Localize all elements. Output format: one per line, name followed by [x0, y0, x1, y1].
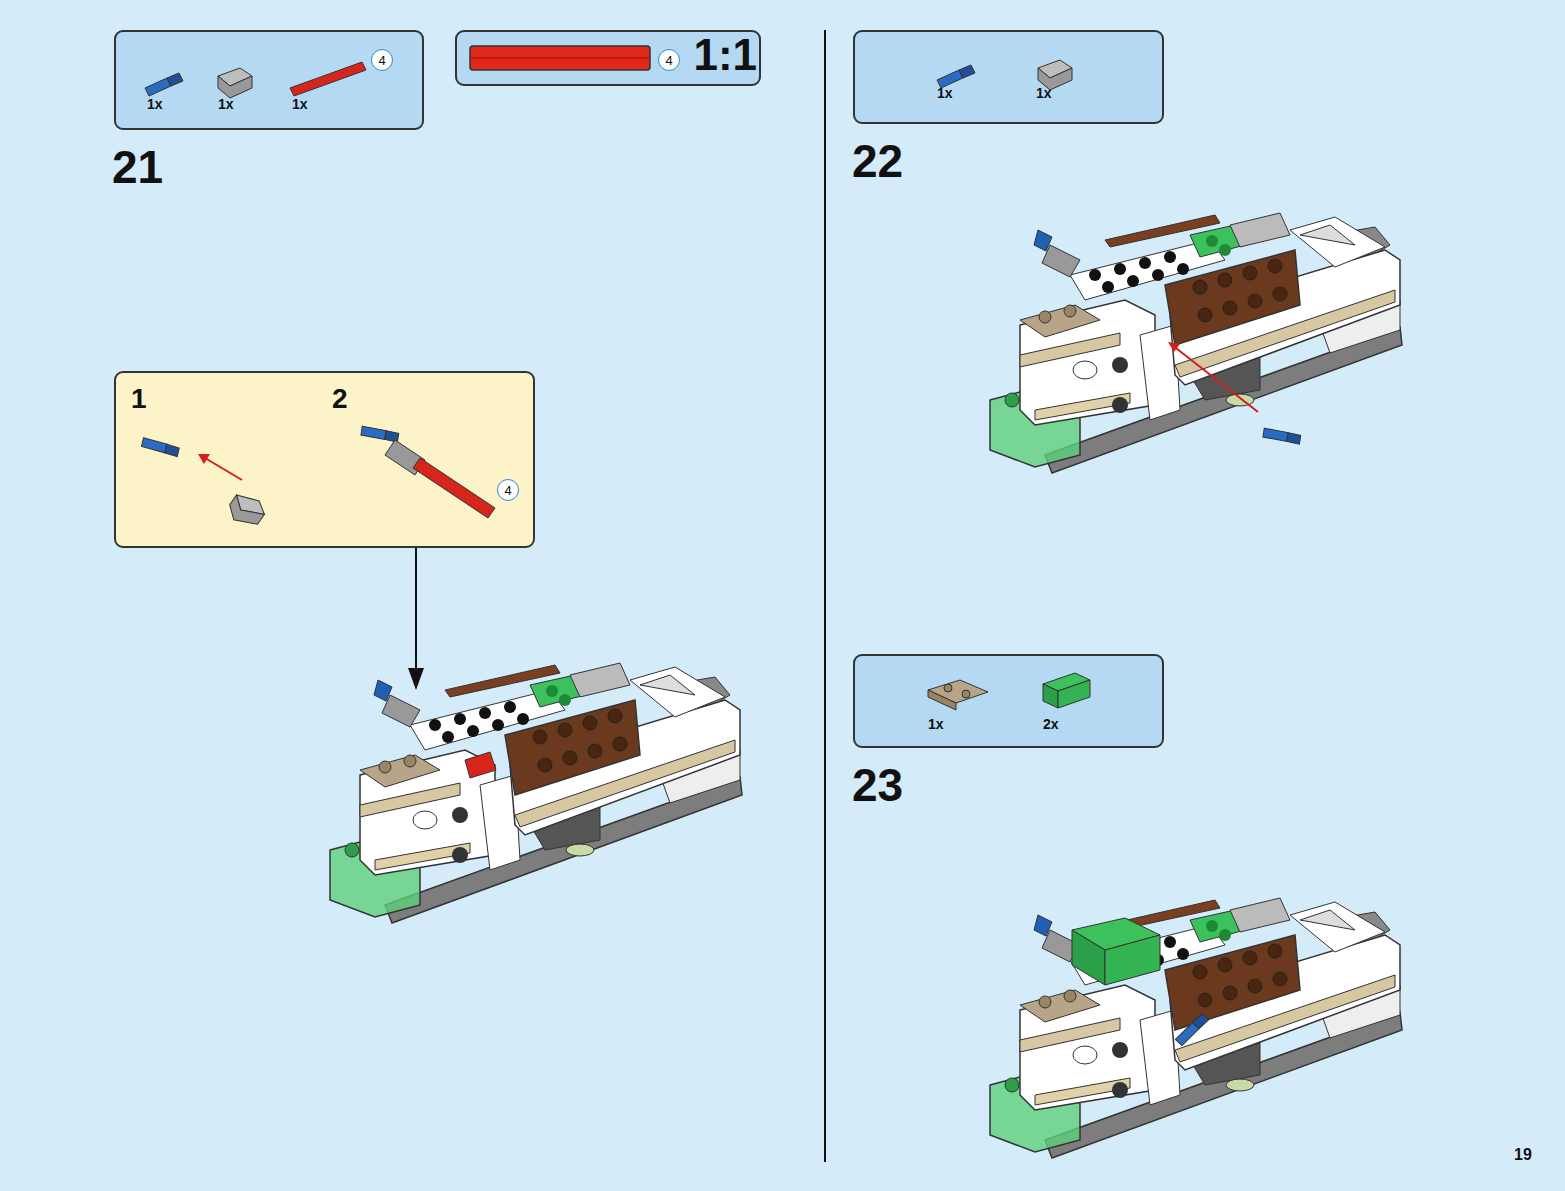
part-count: 1x: [928, 716, 944, 732]
parts-box: 1x 2x: [853, 654, 1164, 748]
part-count: 1x: [218, 96, 234, 112]
callout-number: 4: [497, 479, 519, 501]
step-label: 1:1: [693, 30, 757, 80]
step-number: 22: [852, 134, 903, 188]
scale-box: 1:1 4: [455, 30, 761, 86]
page-number: 19: [1514, 1146, 1532, 1164]
part-count: 1x: [292, 96, 308, 112]
part-count: 1x: [147, 96, 163, 112]
callout-number: 4: [665, 53, 672, 68]
part-count: 2x: [1043, 716, 1059, 732]
callout-number: 4: [378, 53, 385, 68]
callout-number: 4: [371, 49, 393, 71]
part-count: 1x: [937, 85, 953, 101]
parts-box: 1x 1x 1x 4: [114, 30, 424, 130]
part-count: 1x: [1036, 85, 1052, 101]
callout-number: 4: [658, 49, 680, 71]
substep-box: 1 2 4: [114, 371, 535, 548]
step-number: 21: [112, 140, 163, 194]
callout-number: 4: [504, 483, 511, 498]
parts-box: 1x 1x: [853, 30, 1164, 124]
step-label: 2: [332, 383, 348, 415]
step-number: 23: [852, 758, 903, 812]
step-label: 1: [131, 383, 147, 415]
